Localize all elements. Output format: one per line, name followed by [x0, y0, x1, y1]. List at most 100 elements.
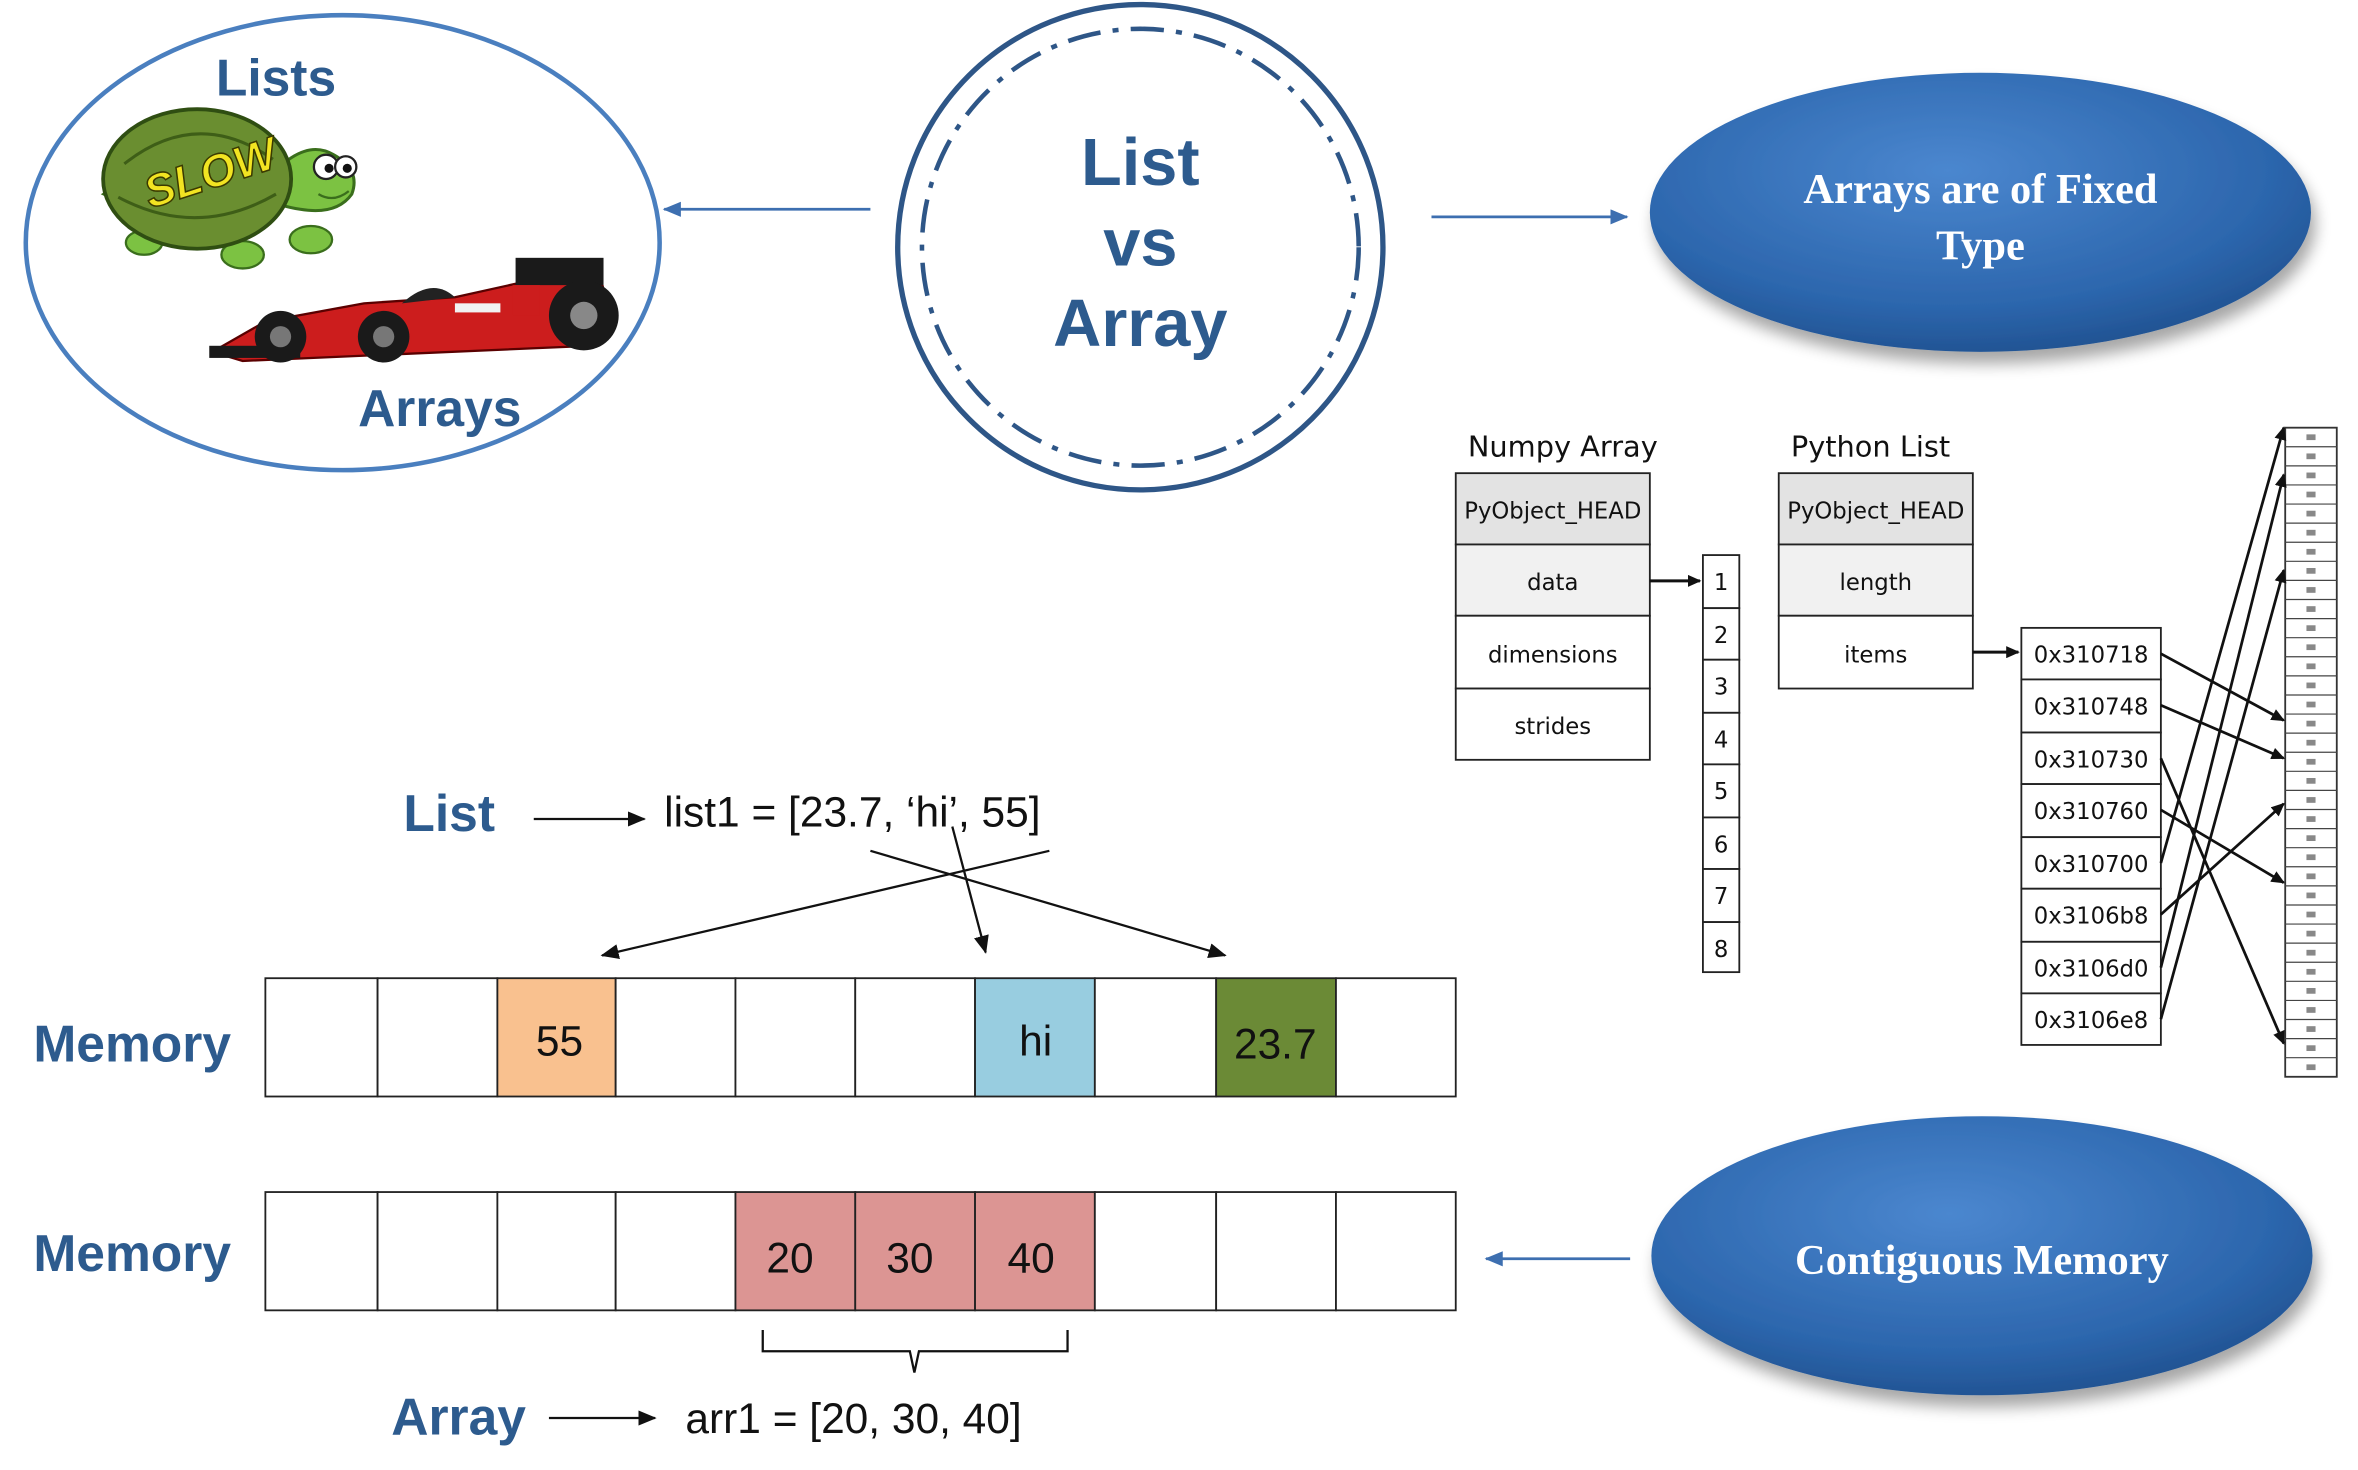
memory-cell — [1093, 1191, 1218, 1312]
numpy-field-label: strides — [1514, 714, 1591, 740]
object-cell-mark — [2306, 988, 2316, 994]
object-cell-mark — [2306, 873, 2316, 880]
memory-label-1: Memory — [33, 1015, 231, 1073]
pylist-object-pointers — [2159, 426, 2287, 1045]
memory-cell — [264, 977, 379, 1098]
pylist-field — [1777, 614, 1974, 690]
pylist-address: 0x310760 — [2034, 799, 2149, 825]
memory-value-30: 30 — [886, 1234, 933, 1281]
object-pointer — [2159, 802, 2285, 916]
list-code: list1 = [23.7, ‘hi’, 55] — [664, 789, 1040, 836]
memory-cell-40 — [974, 1191, 1096, 1312]
pylist-address: 0x310700 — [2034, 852, 2149, 878]
list-row: List list1 = [23.7, ‘hi’, 55] — [403, 784, 1040, 842]
object-cell-mark — [2306, 548, 2316, 555]
object-cell-mark — [2306, 739, 2316, 746]
numpy-index: 2 — [1714, 623, 1728, 649]
object-cell-mark — [2306, 778, 2316, 784]
numpy-index: 1 — [1714, 570, 1728, 596]
arrays-label: Arrays — [358, 379, 521, 437]
object-cell-mark — [2306, 892, 2316, 899]
numpy-field — [1454, 614, 1651, 690]
numpy-field-label: data — [1527, 570, 1578, 596]
object-cell-mark — [2306, 1045, 2316, 1052]
object-cell-mark — [2306, 472, 2316, 479]
memory-cell — [734, 977, 857, 1098]
numpy-buffer: 1 2 3 4 5 6 7 8 — [1702, 554, 1741, 974]
pylist-field-label: items — [1844, 643, 1907, 669]
object-cell-mark — [2306, 930, 2316, 937]
object-cell-mark — [2306, 434, 2316, 441]
fixed-type-oval — [1649, 72, 2311, 352]
pylist-title: Python List — [1791, 429, 1950, 463]
pylist-address: 0x310748 — [2034, 694, 2149, 720]
outer-circle — [895, 1, 1386, 493]
object-pointer — [2159, 473, 2287, 968]
numpy-field-label: dimensions — [1488, 643, 1618, 669]
pointer-to-55 — [600, 849, 1050, 960]
lists-arrays-circle: Lists Arrays SLOW — [23, 12, 662, 473]
object-cell-mark — [2306, 1064, 2316, 1071]
pylist-address: 0x3106d0 — [2034, 957, 2149, 983]
contiguous-memory-text: Contiguous Memory — [1795, 1237, 2169, 1284]
memory-cell — [1093, 977, 1218, 1098]
object-cell-mark — [2306, 720, 2316, 727]
object-cell-mark — [2306, 510, 2316, 517]
memory-cell — [614, 1191, 737, 1312]
turtle-icon: SLOW — [100, 107, 358, 270]
memory-cell-23-7 — [1215, 977, 1337, 1098]
memory-value-23-7: 23.7 — [1234, 1021, 1317, 1068]
memory-cell — [1215, 1191, 1337, 1312]
memory-value-20: 20 — [766, 1234, 813, 1281]
object-pointer — [2159, 757, 2285, 1045]
title-vs: vs — [1103, 206, 1177, 280]
memory-cell — [1335, 1191, 1457, 1312]
lists-label: Lists — [216, 49, 336, 107]
pylist-field-label: length — [1840, 570, 1912, 596]
numpy-field-label: PyObject_HEAD — [1464, 499, 1641, 525]
memory-row-1: 55 hi 23.7 — [264, 977, 1457, 1098]
object-cell-mark — [2306, 453, 2316, 460]
object-cell-mark — [2306, 625, 2316, 632]
memory-cell-30 — [854, 1191, 976, 1312]
python-list-struct: Python List PyObject_HEAD length items 0… — [1777, 426, 2338, 1078]
pylist-address: 0x310730 — [2034, 747, 2149, 773]
object-cell-mark — [2306, 568, 2316, 574]
dashdot-ring — [919, 26, 1361, 468]
pylist-address: 0x3106b8 — [2034, 904, 2149, 930]
title-array: Array — [1053, 287, 1227, 361]
object-cell-mark — [2306, 949, 2316, 956]
object-pointer — [2160, 652, 2286, 722]
title-list: List — [1081, 126, 1200, 200]
object-cell-mark — [2306, 663, 2316, 670]
fixed-type-ellipse — [1649, 72, 2311, 352]
memory-cell — [854, 977, 976, 1098]
fixed-type-line1: Arrays are of Fixed — [1803, 166, 2157, 213]
memory-row-2: 20 30 40 — [264, 1191, 1457, 1312]
pointer-to-hi — [951, 826, 989, 954]
object-pointer — [2160, 808, 2286, 884]
memory-value-hi: hi — [1019, 1018, 1052, 1065]
object-cell-mark — [2306, 797, 2316, 803]
object-cell-mark — [2306, 701, 2316, 708]
numpy-index: 7 — [1714, 884, 1728, 910]
pylist-field — [1777, 472, 1974, 546]
object-cell-mark — [2306, 758, 2316, 765]
object-cell-mark — [2306, 854, 2316, 861]
memory-cell — [496, 1191, 617, 1312]
object-cell-mark — [2306, 606, 2316, 612]
array-label: Array — [391, 1388, 526, 1446]
numpy-field — [1454, 472, 1651, 546]
fixed-type-line2: Type — [1936, 222, 2025, 269]
numpy-index: 3 — [1714, 675, 1728, 701]
memory-cell — [264, 1191, 379, 1312]
numpy-field — [1454, 687, 1651, 761]
pylist-address: 0x3106e8 — [2034, 1008, 2148, 1034]
memory-cell — [614, 977, 737, 1098]
memory-cell — [376, 1191, 499, 1312]
numpy-index: 5 — [1714, 779, 1728, 805]
numpy-index: 6 — [1714, 832, 1728, 858]
object-cell-mark — [2306, 682, 2316, 689]
